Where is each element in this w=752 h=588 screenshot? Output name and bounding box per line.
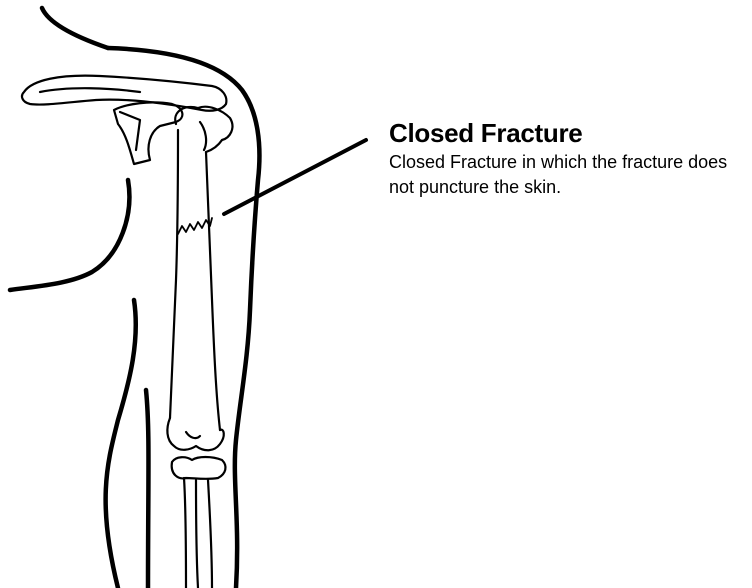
neck-line <box>42 8 108 48</box>
humerus-distal <box>167 418 223 450</box>
annotation-description: Closed Fracture in which the fracture do… <box>389 150 749 200</box>
armpit-front-contour <box>10 180 129 290</box>
forearm-joint-top <box>172 457 226 479</box>
annotation-title: Closed Fracture <box>389 118 751 148</box>
humerus <box>167 107 232 451</box>
fracture-line <box>178 218 212 234</box>
humerus-shaft-right <box>206 152 220 430</box>
fracture-annotation: Closed Fracture Closed Fracture in which… <box>389 118 751 200</box>
forearm-bones <box>172 457 226 588</box>
annotation-leader-line <box>224 140 366 214</box>
humerus-shaft-left <box>170 130 178 418</box>
arm-inner-contour <box>106 300 136 588</box>
ulna-right <box>208 480 212 588</box>
arm-skin-outline <box>10 8 259 588</box>
radius-left <box>184 478 186 588</box>
ulna-left <box>196 480 198 588</box>
shoulder-outer-contour <box>108 48 259 588</box>
arm-inner-contour-lower <box>146 390 149 588</box>
scapula <box>114 102 182 164</box>
